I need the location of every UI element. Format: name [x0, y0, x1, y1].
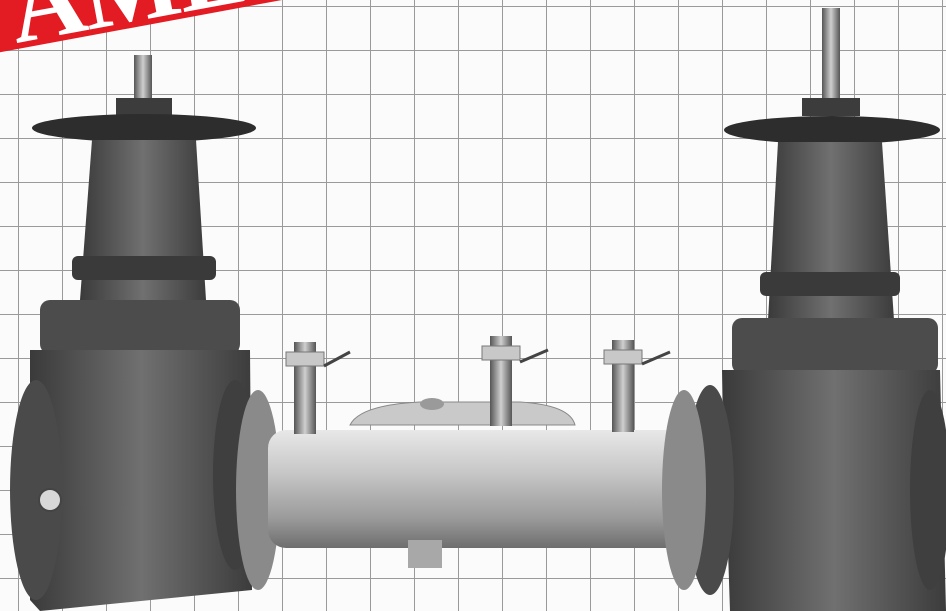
left-body-flange [40, 300, 240, 354]
right-stem-nut [802, 98, 860, 116]
pipe-right-flange [662, 390, 706, 590]
left-stem-nut [116, 98, 172, 116]
right-bonnet-flange [760, 272, 900, 296]
right-gate-valve [686, 8, 946, 611]
check-valve-assembly [236, 336, 706, 590]
cover-plug [420, 398, 444, 410]
left-handwheel [32, 114, 256, 142]
right-valve-body [722, 370, 946, 611]
right-outlet-flange [910, 390, 946, 590]
pipe-cover [349, 401, 576, 426]
left-valve-stem [134, 55, 152, 105]
left-test-cock [38, 488, 62, 512]
test-cock-1 [285, 342, 351, 434]
left-valve-body [30, 350, 252, 611]
right-valve-stem [822, 8, 840, 106]
pipe-left-flange [236, 390, 280, 590]
left-inlet-flange [10, 380, 62, 600]
right-body-flange [732, 318, 938, 374]
pipe-body [268, 430, 688, 548]
test-cock-3 [603, 340, 671, 432]
left-bonnet-flange [72, 256, 216, 280]
right-handwheel [724, 116, 940, 144]
test-cock-2 [481, 336, 549, 426]
pipe-drain-port [408, 540, 442, 568]
left-gate-valve [10, 55, 257, 611]
